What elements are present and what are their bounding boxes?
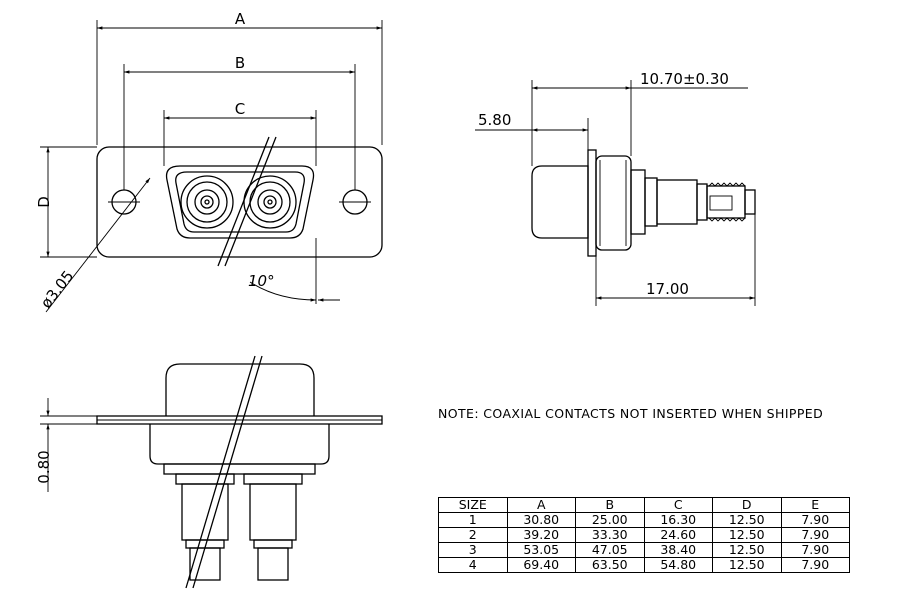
contact-step-4 bbox=[696, 183, 708, 221]
cell-d: 12.50 bbox=[712, 527, 782, 543]
cell-size: 3 bbox=[438, 542, 508, 558]
size-table: SIZE A B C D E 1 30.80 25.00 16.30 12.50… bbox=[438, 497, 850, 573]
cell-size: 2 bbox=[438, 527, 508, 543]
coax-contact-right bbox=[243, 175, 297, 229]
angle-label: 10° bbox=[248, 272, 275, 290]
cell-a: 39.20 bbox=[506, 527, 576, 543]
header-a: A bbox=[506, 497, 576, 513]
cell-c: 38.40 bbox=[643, 542, 713, 558]
crimp-ferrule bbox=[706, 185, 746, 219]
table-row: 4 69.40 63.50 54.80 12.50 7.90 bbox=[438, 557, 850, 573]
front-view: A B C D ø3.05 10° bbox=[35, 10, 383, 313]
hole-diameter-label: ø3.05 bbox=[37, 267, 77, 312]
header-size: SIZE bbox=[438, 497, 508, 513]
contact-step-2 bbox=[644, 177, 658, 227]
d-shell-outer bbox=[165, 165, 315, 239]
shell-top bbox=[165, 363, 315, 416]
header-e: E bbox=[780, 497, 850, 513]
cell-e: 7.90 bbox=[780, 512, 850, 528]
cell-a: 69.40 bbox=[506, 557, 576, 573]
cell-size: 4 bbox=[438, 557, 508, 573]
table-row: 2 39.20 33.30 24.60 12.50 7.90 bbox=[438, 527, 850, 543]
cell-b: 33.30 bbox=[575, 527, 645, 543]
cell-b: 47.05 bbox=[575, 542, 645, 558]
flange-outline bbox=[96, 146, 383, 258]
cell-d: 12.50 bbox=[712, 542, 782, 558]
table-row: 3 53.05 47.05 38.40 12.50 7.90 bbox=[438, 542, 850, 558]
cell-size: 1 bbox=[438, 512, 508, 528]
contact-right bbox=[243, 473, 303, 581]
cell-e: 7.90 bbox=[780, 542, 850, 558]
table-header-row: SIZE A B C D E bbox=[438, 497, 850, 513]
dim-d-label: D bbox=[35, 196, 53, 208]
dim-overall-label: 10.70±0.30 bbox=[640, 70, 729, 88]
contact-left bbox=[175, 473, 235, 581]
d-shell-inner bbox=[175, 171, 305, 233]
contact-step-1 bbox=[630, 169, 646, 235]
cell-c: 24.60 bbox=[643, 527, 713, 543]
cell-c: 16.30 bbox=[643, 512, 713, 528]
table-row: 1 30.80 25.00 16.30 12.50 7.90 bbox=[438, 512, 850, 528]
contact-tip bbox=[744, 189, 756, 215]
cell-b: 25.00 bbox=[575, 512, 645, 528]
dim-thickness-label: 0.80 bbox=[35, 450, 53, 483]
cell-e: 7.90 bbox=[780, 557, 850, 573]
cell-a: 30.80 bbox=[506, 512, 576, 528]
dim-a-label: A bbox=[235, 10, 246, 28]
bottom-view: 0.80 bbox=[35, 355, 383, 589]
coax-contact-left bbox=[180, 175, 234, 229]
header-c: C bbox=[643, 497, 713, 513]
header-d: D bbox=[712, 497, 782, 513]
cell-d: 12.50 bbox=[712, 512, 782, 528]
dim-contact-label: 17.00 bbox=[646, 280, 689, 298]
contact-step-3 bbox=[656, 179, 698, 225]
body-rear bbox=[531, 165, 589, 239]
dim-c-label: C bbox=[235, 100, 245, 118]
header-b: B bbox=[575, 497, 645, 513]
cell-c: 54.80 bbox=[643, 557, 713, 573]
cell-a: 53.05 bbox=[506, 542, 576, 558]
cell-d: 12.50 bbox=[712, 557, 782, 573]
side-flange bbox=[587, 149, 597, 257]
shipping-note: NOTE: COAXIAL CONTACTS NOT INSERTED WHEN… bbox=[438, 406, 824, 421]
side-view: 10.70±0.30 5.80 17.00 bbox=[475, 70, 756, 306]
dim-b-label: B bbox=[235, 54, 245, 72]
cell-b: 63.50 bbox=[575, 557, 645, 573]
cell-e: 7.90 bbox=[780, 527, 850, 543]
dim-flange-label: 5.80 bbox=[478, 111, 511, 129]
